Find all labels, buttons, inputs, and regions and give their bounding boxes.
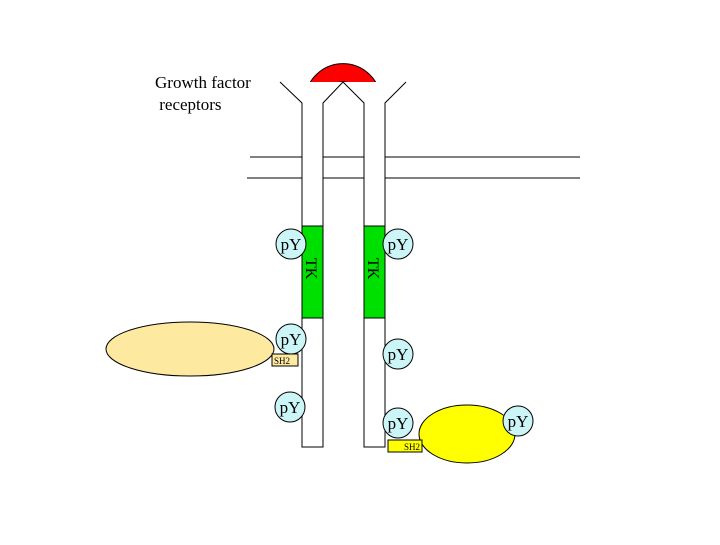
sh2-label-right: SH2 bbox=[404, 442, 420, 452]
py-circle bbox=[275, 323, 307, 355]
py-site-left-lower: pY bbox=[274, 391, 306, 423]
py-label: pY bbox=[281, 330, 302, 349]
py-site-left-middle: pY bbox=[275, 323, 307, 355]
py-circle bbox=[275, 228, 307, 260]
py-site-right-upper: pY bbox=[382, 228, 414, 260]
py-site-right-middle: pY bbox=[382, 338, 414, 370]
diagram-caption: Growth factor receptors bbox=[155, 72, 251, 116]
py-label: pY bbox=[388, 235, 409, 254]
adaptor-protein-left bbox=[105, 321, 275, 377]
py-circle bbox=[382, 407, 414, 439]
py-site-adaptor-right: pY bbox=[502, 405, 534, 437]
py-circle bbox=[382, 228, 414, 260]
py-label: pY bbox=[388, 345, 409, 364]
py-circle bbox=[382, 338, 414, 370]
caption-line-1: Growth factor bbox=[155, 73, 251, 92]
py-circle bbox=[502, 405, 534, 437]
receptor-right-kinase-domain bbox=[363, 225, 386, 319]
sh2-label-left: SH2 bbox=[274, 356, 290, 366]
py-label: pY bbox=[388, 414, 409, 433]
receptor-left bbox=[279, 81, 344, 448]
sh2-domain-right bbox=[387, 439, 423, 453]
py-site-right-lower: pY bbox=[382, 407, 414, 439]
py-label: pY bbox=[281, 235, 302, 254]
adaptor-protein-right bbox=[418, 404, 516, 464]
receptor-left-kinase-domain bbox=[301, 225, 324, 319]
py-site-left-upper: pY bbox=[275, 228, 307, 260]
tk-label-left: TK bbox=[302, 258, 319, 280]
py-circle bbox=[274, 391, 306, 423]
caption-line-2: receptors bbox=[155, 95, 222, 114]
py-label: pY bbox=[280, 398, 301, 417]
receptor-right bbox=[342, 81, 407, 448]
py-label: pY bbox=[508, 412, 529, 431]
sh2-domain-left bbox=[271, 353, 299, 367]
tk-label-right: TK bbox=[364, 258, 381, 280]
